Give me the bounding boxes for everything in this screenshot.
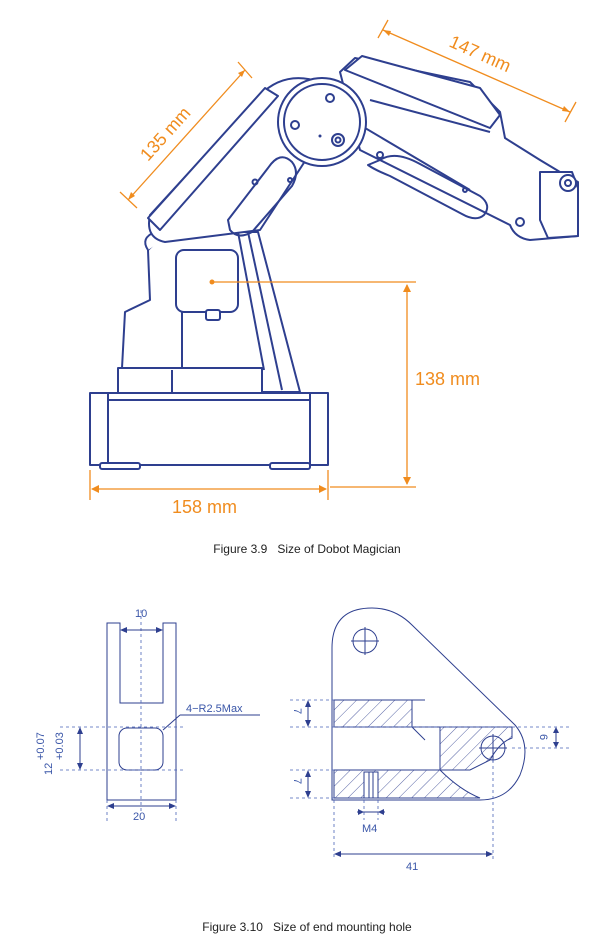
screw-label: M4 <box>362 823 377 835</box>
length-label: 41 <box>406 861 418 873</box>
radius-label: 4−R2.5Max <box>186 703 243 715</box>
slot-height-label: 6 <box>537 734 549 740</box>
upper-thickness-label: 7 <box>291 708 303 714</box>
top-width-label: 10 <box>135 608 147 620</box>
tolerance-lower-label: +0.03 <box>54 732 66 760</box>
height-label: 138 mm <box>415 369 480 389</box>
height-dimension: 138 mm <box>212 281 480 488</box>
lower-thickness-label: 7 <box>291 778 303 784</box>
dobot-size-drawing: 135 mm 147 mm 138 mm 158 mm <box>89 19 579 517</box>
hole-height-label: 12 <box>43 763 55 775</box>
clamp-front-view: 10 20 12 +0.07 +0.03 4−R2.5Max <box>35 608 260 823</box>
end-block-side-view: 7 7 6 M4 41 <box>290 607 570 873</box>
figure-3-9-caption: Figure 3.9 Size of Dobot Magician <box>0 542 614 556</box>
forearm-length-label: 147 mm <box>446 31 514 76</box>
caption-text: Size of end mounting hole <box>272 920 412 934</box>
mounting-hole-drawing: 10 20 12 +0.07 +0.03 4−R2.5Max <box>35 607 570 873</box>
tolerance-upper-label: +0.07 <box>35 732 47 760</box>
base-width-dimension: 158 mm <box>89 470 329 517</box>
caption-text: Size of Dobot Magician <box>277 542 401 556</box>
caption-number: Figure 3.9 <box>213 542 268 556</box>
figure-3-10-caption: Figure 3.10 Size of end mounting hole <box>0 920 614 934</box>
rear-arm-length-label: 135 mm <box>136 103 194 165</box>
robot-shoulder-joint <box>277 77 367 167</box>
base-width-label: 158 mm <box>172 497 237 517</box>
robot-base <box>89 392 329 470</box>
bottom-width-label: 20 <box>133 811 145 823</box>
robot-body <box>117 231 301 394</box>
caption-number: Figure 3.10 <box>202 920 263 934</box>
robot-forearm <box>287 55 579 241</box>
